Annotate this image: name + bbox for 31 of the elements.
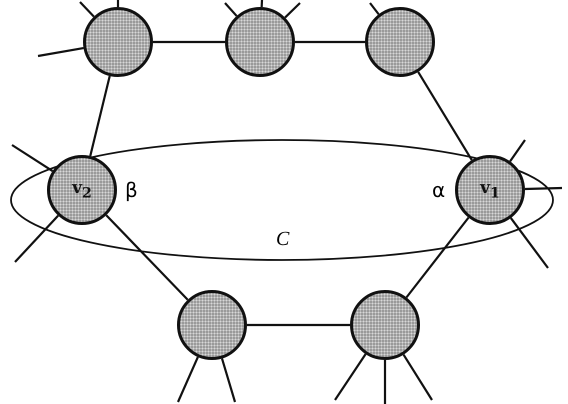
vertex-label: v$_{1}$ xyxy=(480,178,500,202)
set-label: C xyxy=(276,228,290,251)
connector-line xyxy=(524,186,562,190)
vertex-label: v$_{2}$ xyxy=(72,178,92,202)
connector-line xyxy=(334,354,366,401)
connector-line xyxy=(384,360,386,404)
connector-line xyxy=(509,139,526,162)
vertex-circle xyxy=(455,155,525,225)
connector-line xyxy=(284,2,301,18)
connector-line xyxy=(105,214,189,301)
connector-line xyxy=(177,356,199,402)
connector-line xyxy=(417,71,473,161)
vertex-circle xyxy=(47,155,117,225)
connector-line xyxy=(14,214,59,263)
connector-line xyxy=(79,1,95,18)
connector-line xyxy=(38,46,84,58)
connector-line xyxy=(247,324,350,326)
connector-line xyxy=(295,40,365,44)
connector-line xyxy=(260,0,264,8)
connector-line xyxy=(11,144,54,172)
connector-line xyxy=(402,354,433,401)
connector-line xyxy=(369,2,380,15)
connector-line xyxy=(224,2,238,17)
connector-line xyxy=(116,0,120,7)
angle-label: β xyxy=(125,178,138,202)
connector-line xyxy=(153,40,225,44)
connector-line xyxy=(89,76,111,156)
connector-line xyxy=(220,358,236,402)
angle-label: α xyxy=(432,178,446,202)
connector-line xyxy=(510,217,549,269)
connector-line xyxy=(406,216,470,298)
